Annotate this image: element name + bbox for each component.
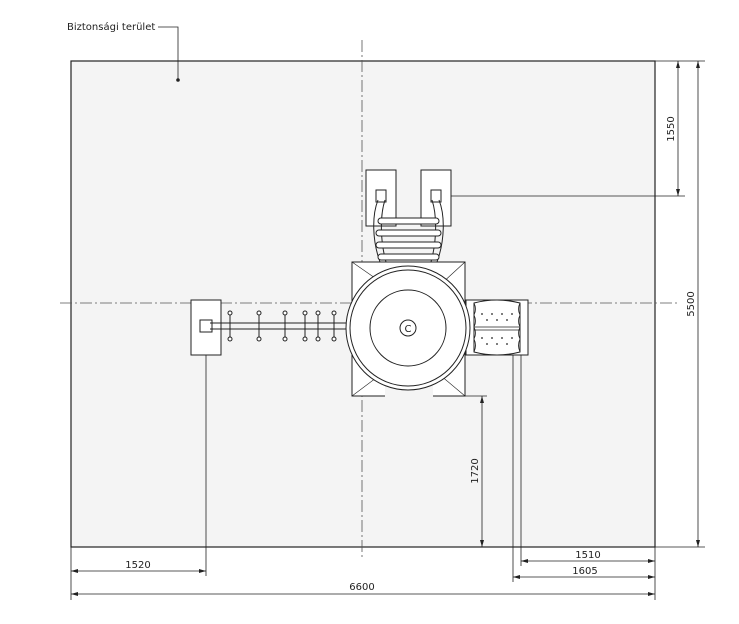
- monkey-bar-rungs: [227, 310, 337, 342]
- dimension-total-height: 5500: [686, 291, 697, 316]
- safety-area-label: Biztonsági terület: [67, 21, 155, 33]
- dimension-right-inner: 1510: [575, 550, 600, 561]
- ladder-rung: [375, 229, 442, 237]
- tunnel-body: [473, 299, 521, 356]
- safety-area-leader-dot: [176, 78, 180, 82]
- round-platform-inner: [369, 289, 447, 367]
- safety-area-leader: [158, 26, 179, 80]
- ladder-rung: [377, 253, 440, 261]
- play-equipment: [190, 169, 529, 398]
- dimension-arrows: [71, 61, 700, 596]
- round-platform-middle: [349, 269, 467, 387]
- center-mark-label: C: [405, 324, 412, 335]
- dimension-top-offset: 1550: [666, 116, 677, 141]
- dimension-right-outer: 1605: [572, 566, 597, 577]
- center-mark-circle: [399, 319, 417, 337]
- ladder-rung: [377, 217, 440, 225]
- tunnel-dots: [481, 313, 513, 345]
- dimension-total-width: 6600: [349, 582, 374, 593]
- dimension-lines: [70, 60, 705, 600]
- dimension-left-offset: 1520: [125, 560, 150, 571]
- ladder-rung: [375, 241, 442, 249]
- dimension-bottom-offset: 1720: [470, 458, 481, 483]
